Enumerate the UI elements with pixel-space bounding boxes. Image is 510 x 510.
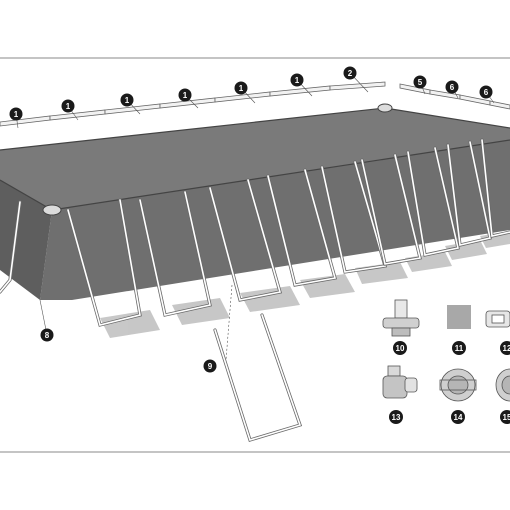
- top-beams: [0, 81, 510, 127]
- frame-leg: [67, 199, 141, 326]
- top-beam: [329, 81, 386, 91]
- svg-text:1: 1: [66, 102, 71, 111]
- callout-1e: 1: [234, 81, 248, 95]
- top-beam: [0, 115, 51, 127]
- callout-10: 10: [393, 341, 407, 355]
- svg-text:8: 8: [45, 331, 50, 340]
- svg-text:15: 15: [503, 413, 510, 422]
- top-beam: [269, 85, 331, 97]
- svg-text:1: 1: [239, 84, 244, 93]
- pool-front-wall: [40, 140, 510, 300]
- vertical-legs: [0, 138, 510, 327]
- svg-text:13: 13: [392, 413, 401, 422]
- frame-leg: [407, 147, 459, 256]
- callout-1b: 1: [61, 99, 75, 113]
- frame-leg: [447, 141, 491, 246]
- callout-15: 15: [500, 410, 510, 424]
- callout-1f: 1: [290, 73, 304, 87]
- frame-leg: [0, 201, 21, 293]
- svg-text:1: 1: [183, 91, 188, 100]
- callout-labels: 1 1 1 1 1 1 2 5: [9, 66, 510, 424]
- svg-text:2: 2: [348, 69, 353, 78]
- frame-leg: [209, 179, 282, 301]
- pool-side-wall: [0, 180, 52, 300]
- callout-6b: 6: [479, 85, 493, 99]
- callout-6a: 6: [445, 80, 459, 94]
- callout-9: 9: [203, 359, 217, 373]
- plunger-valve-part-13: [382, 365, 418, 399]
- pool-body: [0, 103, 510, 338]
- svg-text:14: 14: [454, 413, 463, 422]
- svg-text:6: 6: [450, 83, 455, 92]
- frame-leg: [267, 169, 337, 286]
- callout-14: 14: [451, 410, 465, 424]
- callout-12: 12: [500, 341, 510, 355]
- connector-part-12: [485, 310, 510, 328]
- callout-1c: 1: [120, 93, 134, 107]
- callout-8: 8: [40, 328, 54, 342]
- end-beam: [489, 100, 510, 110]
- callout-1d: 1: [178, 88, 192, 102]
- svg-text:5: 5: [418, 78, 423, 87]
- strainer-part-15: [495, 368, 510, 402]
- corner-connector-back: [377, 103, 393, 113]
- ladder: [213, 284, 303, 442]
- callout-13: 13: [389, 410, 403, 424]
- frame-leg: [361, 154, 421, 265]
- svg-text:12: 12: [503, 344, 510, 353]
- callout-1a: 1: [9, 107, 23, 121]
- svg-text:9: 9: [208, 362, 213, 371]
- repair-patch-part-11: [447, 305, 471, 329]
- corner-connector-front: [42, 204, 62, 216]
- svg-text:11: 11: [455, 344, 464, 353]
- callout-11: 11: [452, 341, 466, 355]
- pool-floor: [0, 108, 510, 210]
- valve-part-10: [382, 299, 420, 337]
- svg-text:1: 1: [14, 110, 19, 119]
- frame-leg: [481, 139, 510, 237]
- svg-text:1: 1: [295, 76, 300, 85]
- svg-text:10: 10: [396, 344, 405, 353]
- svg-text:1: 1: [125, 96, 130, 105]
- callout-5: 5: [413, 75, 427, 89]
- frame-leg: [321, 161, 387, 273]
- top-beam: [49, 109, 106, 121]
- svg-text:6: 6: [484, 88, 489, 97]
- callout-2: 2: [343, 66, 357, 80]
- frame-leg: [139, 191, 211, 316]
- strainer-part-14: [439, 368, 477, 402]
